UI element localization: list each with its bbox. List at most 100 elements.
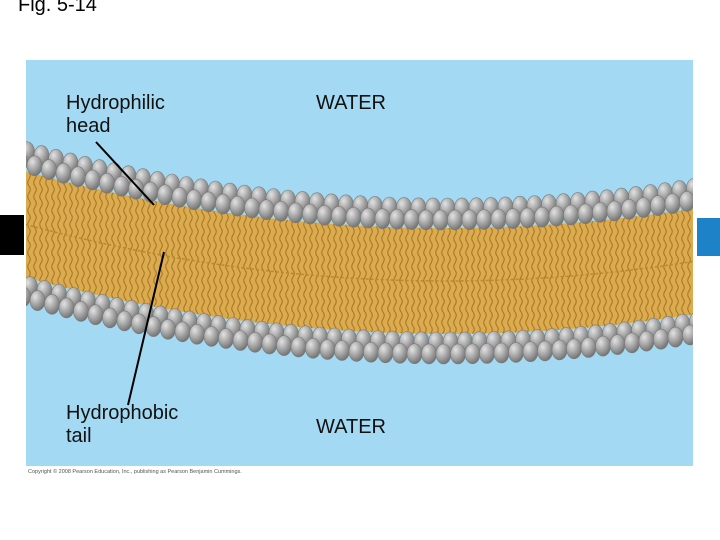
phospholipid-head (349, 341, 364, 361)
phospholipid-head (654, 329, 669, 349)
phospholipid-head (129, 179, 144, 199)
phospholipid-head (378, 343, 393, 363)
phospholipid-head (59, 298, 74, 318)
phospholipid-head (42, 160, 57, 180)
phospholipid-head (245, 198, 260, 218)
phospholipid-head (291, 337, 306, 357)
phospholipid-head (491, 209, 506, 229)
hydrophobic-tail-label-line1: Hydrophobic (66, 402, 178, 425)
phospholipid-head (480, 344, 495, 364)
phospholipid-head (216, 194, 231, 214)
phospholipid-head (27, 156, 42, 176)
phospholipid-head (190, 324, 205, 344)
phospholipid-head (364, 342, 379, 362)
phospholipid-head (143, 182, 158, 202)
phospholipid-head (509, 342, 524, 362)
phospholipid-head (506, 209, 521, 229)
phospholipid-head (346, 207, 361, 227)
phospholipid-head (523, 342, 538, 362)
phospholipid-head (607, 201, 622, 221)
phospholipid-head (204, 326, 219, 346)
hydrophobic-tail-label-line2: tail (66, 425, 178, 448)
phospholipid-head (320, 340, 335, 360)
phospholipid-head (407, 344, 422, 364)
right-edge-tab (697, 218, 720, 256)
phospholipid-head (74, 301, 89, 321)
phospholipid-head (175, 322, 190, 342)
phospholipid-head (317, 205, 332, 225)
phospholipid-head (117, 311, 132, 331)
phospholipid-head (581, 338, 596, 358)
phospholipid-head (665, 194, 680, 214)
water-top-label: WATER (316, 92, 386, 115)
phospholipid-head (651, 196, 666, 216)
phospholipid-head (332, 206, 347, 226)
phospholipid-head (56, 163, 71, 183)
phospholipid-head (622, 199, 637, 219)
phospholipid-head (158, 185, 173, 205)
phospholipid-head (564, 205, 579, 225)
phospholipid-head (306, 338, 321, 358)
phospholipid-head (219, 329, 234, 349)
phospholipid-head (375, 209, 390, 229)
left-edge-tab (0, 215, 24, 255)
phospholipid-head (277, 336, 292, 356)
phospholipid-head (636, 198, 651, 218)
phospholipid-head (172, 187, 187, 207)
membrane-figure: Hydrophilic head WATER Hydrophobic tail … (26, 60, 693, 466)
hydrophilic-head-label: Hydrophilic head (66, 92, 165, 138)
phospholipid-head (248, 332, 263, 352)
phospholipid-head (187, 190, 202, 210)
hydrophobic-tail-label: Hydrophobic tail (66, 402, 178, 448)
phospholipid-head (262, 334, 277, 354)
phospholipid-head (233, 331, 248, 351)
phospholipid-head (567, 339, 582, 359)
phospholipid-head (433, 210, 448, 230)
phospholipid-head (161, 319, 176, 339)
phospholipid-head (494, 343, 509, 363)
phospholipid-head (393, 343, 408, 363)
phospholipid-head (448, 210, 463, 230)
phospholipid-head (419, 210, 434, 230)
water-bottom-label: WATER (316, 416, 386, 439)
phospholipid-head (680, 191, 694, 211)
phospholipid-head (259, 200, 274, 220)
phospholipid-head (274, 201, 289, 221)
phospholipid-head (451, 344, 466, 364)
phospholipid-head (535, 207, 550, 227)
phospholipid-head (201, 192, 216, 212)
phospholipid-head (103, 308, 118, 328)
phospholipid-head (477, 210, 492, 230)
phospholipid-head (404, 210, 419, 230)
phospholipid-head (552, 340, 567, 360)
phospholipid-head (668, 327, 683, 347)
phospholipid-head (549, 206, 564, 226)
phospholipid-head (639, 331, 654, 351)
phospholipid-head (625, 333, 640, 353)
phospholipid-head (520, 208, 535, 228)
phospholipid-head (390, 209, 405, 229)
phospholipid-head (593, 202, 608, 222)
phospholipid-head (230, 196, 245, 216)
phospholipid-head (335, 341, 350, 361)
phospholipid-head (436, 344, 451, 364)
copyright-notice: Copyright © 2008 Pearson Education, Inc.… (28, 469, 242, 475)
phospholipid-head (538, 341, 553, 361)
phospholipid-head (610, 335, 625, 355)
figure-label: Fig. 5-14 (18, 0, 97, 17)
phospholipid-head (85, 170, 100, 190)
phospholipid-head (30, 291, 45, 311)
phospholipid-head (462, 210, 477, 230)
hydrophilic-head-label-line1: Hydrophilic (66, 92, 165, 115)
phospholipid-head (45, 294, 60, 314)
phospholipid-head (422, 344, 437, 364)
phospholipid-head (88, 305, 103, 325)
phospholipid-head (288, 203, 303, 223)
phospholipid-head (71, 167, 86, 187)
phospholipid-head (465, 344, 480, 364)
phospholipid-head (596, 336, 611, 356)
phospholipid-head (114, 176, 129, 196)
phospholipid-head (578, 204, 593, 224)
phospholipid-head (361, 208, 376, 228)
phospholipid-head (132, 314, 147, 334)
